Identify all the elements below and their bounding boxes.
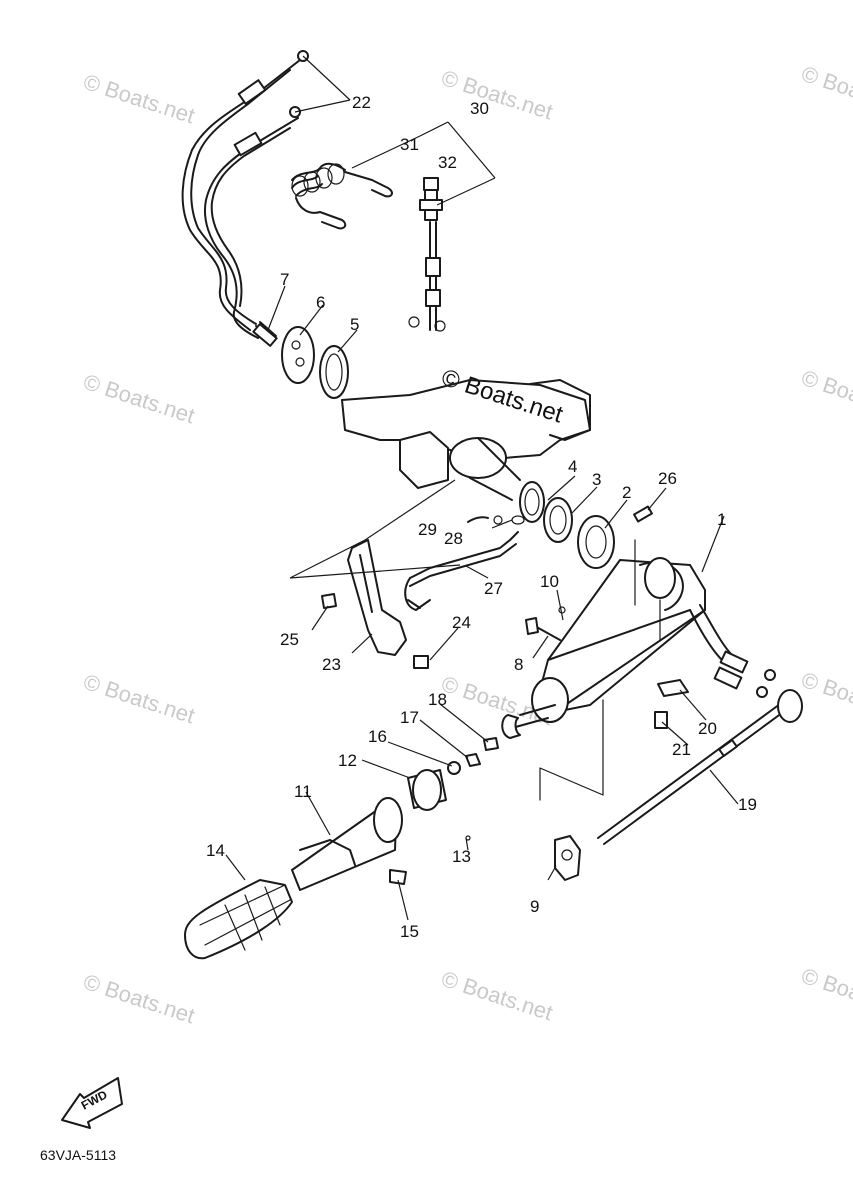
callout-2: 2 [622, 483, 631, 502]
callout-14: 14 [206, 841, 225, 860]
watermark: © Boats.net [438, 966, 555, 1025]
callout-7: 7 [280, 270, 289, 289]
callout-21: 21 [672, 740, 691, 759]
callout-5: 5 [350, 315, 359, 334]
washers [519, 481, 653, 569]
watermark-center: © Boats.net [438, 364, 566, 429]
callout-17: 17 [400, 708, 419, 727]
watermark: © Boats.net [798, 963, 853, 1022]
watermarks: © Boats.net © Boats.net © Boats.net © Bo… [80, 61, 853, 1028]
callout-11: 11 [294, 782, 312, 801]
shift-rod [554, 689, 803, 881]
switch-cap [423, 177, 439, 191]
watermark: © Boats.net [80, 669, 197, 728]
steering-bracket [341, 379, 591, 501]
callout-13: 13 [452, 847, 471, 866]
watermark: © Boats.net [798, 61, 853, 120]
callout-6: 6 [316, 293, 325, 312]
watermark: © Boats.net [80, 369, 197, 428]
callout-4: 4 [568, 457, 577, 476]
callout-28: 28 [444, 529, 463, 548]
bracket-small [654, 679, 689, 729]
callout-16: 16 [368, 727, 387, 746]
callout-3: 3 [592, 470, 601, 489]
pin [633, 505, 653, 523]
watermark: © Boats.net [80, 969, 197, 1028]
callout-9: 9 [530, 897, 539, 916]
callout-30: 30 [470, 99, 489, 118]
tiller-grip [184, 737, 499, 960]
callout-29: 29 [418, 520, 437, 539]
callout-22: 22 [352, 93, 371, 112]
friction-screw [525, 606, 566, 641]
callout-18: 18 [428, 690, 447, 709]
callout-19: 19 [738, 795, 757, 814]
callout-15: 15 [400, 922, 419, 941]
watermark: © Boats.net [798, 667, 853, 726]
callout-23: 23 [322, 655, 341, 674]
callout-26: 26 [658, 469, 677, 488]
stop-switch-assembly [291, 162, 446, 332]
callout-27: 27 [484, 579, 503, 598]
callouts: 1 2 3 4 5 6 7 8 9 10 11 12 13 14 15 16 1… [206, 93, 757, 941]
watermark: © Boats.net [798, 365, 853, 424]
callout-1: 1 [717, 510, 726, 529]
callout-31: 31 [400, 135, 419, 154]
callout-24: 24 [452, 613, 471, 632]
tiller-handle [501, 539, 776, 801]
cable-plate [252, 321, 349, 399]
cable-end-fitting [237, 79, 267, 105]
throttle-arm [321, 515, 525, 669]
callout-32: 32 [438, 153, 457, 172]
callout-8: 8 [514, 655, 523, 674]
diagram-code: 63VJA-5113 [40, 1147, 116, 1163]
control-cables [181, 50, 309, 339]
watermark: © Boats.net [80, 69, 197, 128]
callout-25: 25 [280, 630, 299, 649]
callout-12: 12 [338, 751, 357, 770]
fwd-arrow: FWD [61, 1077, 123, 1129]
callout-10: 10 [540, 572, 559, 591]
watermark: © Boats.net [438, 65, 555, 124]
cable-end-fitting [233, 131, 263, 157]
callout-20: 20 [698, 719, 717, 738]
